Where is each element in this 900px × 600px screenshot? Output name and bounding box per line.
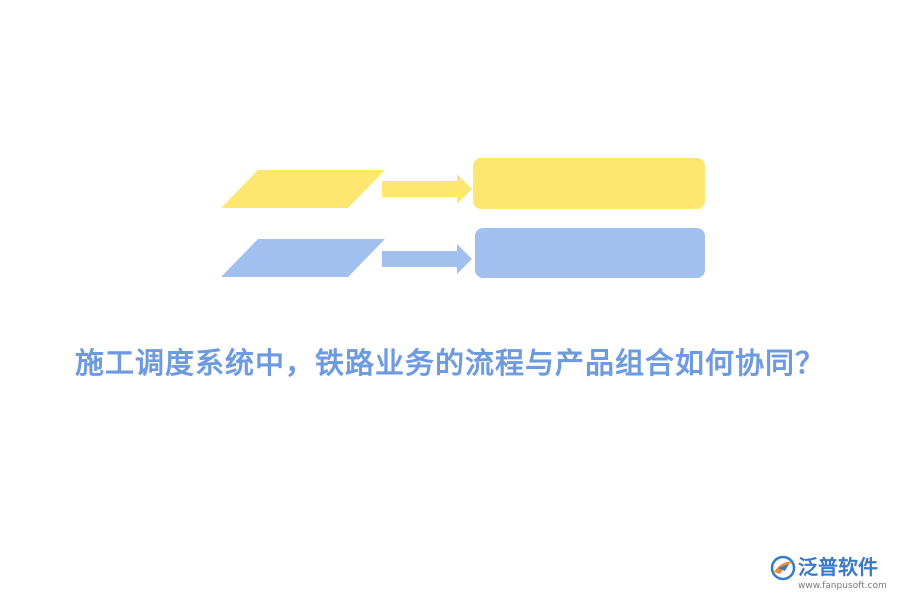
brand-watermark: 泛普软件 www.fanpusoft.com <box>768 552 896 596</box>
input-parallelogram-1 <box>221 170 385 208</box>
fanpu-logo-icon <box>770 555 796 581</box>
brand-url: www.fanpusoft.com <box>798 581 887 591</box>
arrow-right-icon <box>382 174 472 204</box>
brand-name: 泛普软件 <box>798 555 878 579</box>
output-box-1 <box>473 158 705 209</box>
arrow-right-icon <box>382 244 472 274</box>
input-parallelogram-2 <box>221 239 385 277</box>
page-title: 施工调度系统中，铁路业务的流程与产品组合如何协同？ <box>74 346 825 380</box>
output-box-2 <box>475 228 705 278</box>
